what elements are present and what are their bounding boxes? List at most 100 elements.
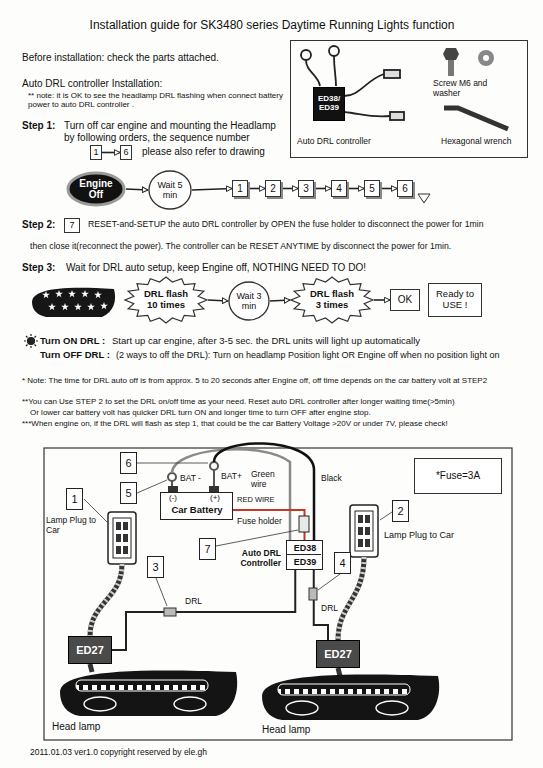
- drawing-ellipse: [174, 697, 206, 711]
- wire: [112, 570, 295, 650]
- step-number: 6: [120, 145, 132, 159]
- step-number: 1: [90, 145, 102, 159]
- drawing-rect: [113, 518, 131, 558]
- status-box: OK: [390, 289, 420, 311]
- sun-symbol: [24, 334, 38, 348]
- drawing-use: [100, 302, 108, 309]
- drawing-rect: [116, 546, 121, 554]
- drawing-path: [156, 578, 167, 606]
- note-text: * Note: The time for DRL auto off is fro…: [22, 376, 537, 385]
- note-text: then close it(reconnect the power). The …: [30, 241, 540, 251]
- drawing-rect: [123, 534, 128, 542]
- node-text: 5: [125, 487, 131, 499]
- note-text: Turn off car engine and mounting the Hea…: [64, 120, 288, 143]
- drawing-path: [137, 463, 208, 464]
- module-box: ED27: [68, 636, 112, 664]
- node-text: 3: [152, 561, 158, 573]
- footer-text: 2011.01.03 ver1.0 copyright reserved by …: [30, 748, 350, 758]
- drawing-path: [380, 512, 392, 520]
- drawing-use: [94, 291, 102, 298]
- wire-label: DRL: [184, 597, 203, 607]
- drawing-rect: [76, 680, 208, 691]
- drawing-rect: [123, 522, 128, 530]
- callout-number: 1: [66, 488, 83, 510]
- node-text: Wait 5 min: [156, 180, 184, 200]
- callout-number: 3: [147, 556, 164, 578]
- head-lamp-drawing: [60, 670, 237, 716]
- node-text: 1: [237, 183, 243, 194]
- flow-arrow: [192, 189, 232, 191]
- drawing-path: [90, 564, 122, 636]
- flow-arrow: [126, 189, 148, 190]
- callout-number: 7: [199, 538, 216, 560]
- node-text: 2: [397, 505, 403, 517]
- node-text: OK: [398, 294, 412, 305]
- fuse-holder: [299, 516, 309, 532]
- step-number: 4: [331, 180, 347, 197]
- node-text: Wait 3 min: [235, 291, 263, 311]
- drawing-circle: [168, 473, 176, 481]
- drawing-ellipse: [229, 282, 269, 320]
- drawing-path: [32, 288, 115, 317]
- drawing-path: [318, 574, 340, 590]
- flow-arrow: [208, 300, 228, 301]
- node-text: 6: [123, 147, 128, 157]
- node-text: ED38/ ED39: [316, 95, 342, 113]
- drawing-ellipse: [84, 697, 116, 711]
- drawing-line: [287, 554, 321, 555]
- drawing-circle: [301, 50, 311, 60]
- flow-arrow: [102, 152, 120, 154]
- drawing-rect: [384, 70, 400, 78]
- drl-controller: Auto DRL ControllerED38ED39: [286, 540, 323, 570]
- drawing-rect: [448, 60, 454, 76]
- flow-arrow: [281, 188, 298, 190]
- callout-number: 4: [334, 552, 351, 574]
- drawing-polygon: [443, 48, 459, 60]
- drawing-circle: [478, 50, 494, 66]
- drawing-path: [306, 60, 320, 86]
- part-label: Head lamp: [262, 724, 342, 736]
- node-text: 7: [69, 220, 74, 230]
- drawing-path: [90, 564, 122, 636]
- drawing-use: [74, 303, 82, 310]
- node-text: *Fuse=3A: [436, 470, 480, 481]
- part-text: (+): [210, 494, 220, 503]
- drawing-path: [344, 112, 390, 117]
- wire-label: BAT -: [179, 474, 202, 484]
- wire-label: BAT+: [220, 472, 243, 482]
- wiring-frame: [44, 448, 512, 740]
- head-lamp-drawing: [262, 674, 439, 720]
- drawing-g: [116, 522, 128, 554]
- part-text: ED39: [290, 557, 320, 567]
- parts-panel: Auto DRL controllerScrew M6 and washerHe…: [290, 40, 528, 158]
- note-text: Wait for DRL auto setup, keep Engine off…: [66, 262, 506, 274]
- flow-arrow: [347, 188, 364, 190]
- drawing-polygon: [125, 277, 207, 323]
- drawing-path: [171, 481, 173, 486]
- drawing-path: [344, 74, 384, 96]
- drawing-polygon: [291, 277, 373, 323]
- drawing-use: [55, 290, 63, 297]
- status-box: Ready to USE !: [428, 283, 482, 317]
- node-text: DRL flash 3 times: [309, 289, 355, 310]
- drawing-use: [48, 303, 56, 310]
- note-text: Before installation: check the parts att…: [22, 52, 282, 64]
- callout-number: 5: [120, 482, 137, 504]
- node-text: 5: [369, 183, 375, 194]
- drl-connector: [309, 588, 317, 600]
- drawing-rect: [390, 112, 404, 120]
- wire: [233, 510, 305, 540]
- drawing-use: [81, 290, 89, 297]
- wait-circle: Wait 5 min: [148, 170, 192, 210]
- drawing-rect: [116, 522, 121, 530]
- note-text: Auto DRL controller Installation:: [22, 78, 272, 90]
- node-text: ED27: [76, 644, 104, 656]
- drl-connector: [164, 608, 176, 616]
- drawing-ellipse: [68, 173, 124, 205]
- drawing-circle: [483, 55, 489, 61]
- node-text: Engine Off: [76, 178, 116, 200]
- leader-lines: [84, 463, 392, 606]
- wire-label: Green wire: [250, 470, 284, 490]
- drawing-path: [60, 670, 237, 716]
- headlamp-icon: [32, 288, 115, 317]
